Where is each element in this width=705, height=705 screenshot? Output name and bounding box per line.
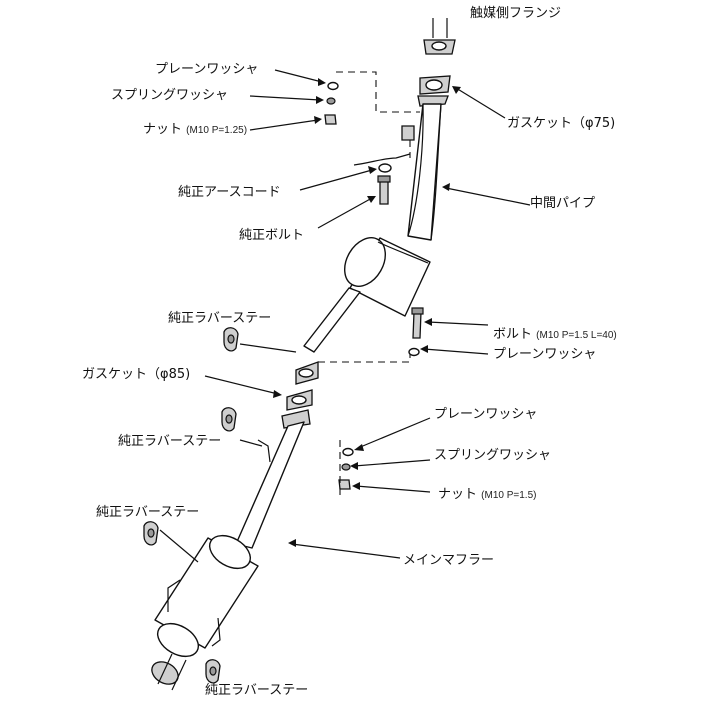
label-earth-cord: 純正アースコード — [178, 185, 281, 200]
rubber-stay-2 — [221, 407, 237, 432]
low-fasteners — [338, 440, 354, 500]
nut-top-text: ナット — [143, 122, 183, 137]
nut-low-spec: (M10 P=1.5) — [481, 490, 537, 501]
rubber-stay-3 — [143, 521, 159, 546]
rubber-stay-4 — [205, 659, 221, 684]
label-rubber-stay-3: 純正ラバーステー — [96, 505, 200, 520]
label-rubber-stay-2: 純正ラバーステー — [118, 434, 222, 449]
label-plain-washer-low: プレーンワッシャ — [434, 407, 538, 422]
top-fasteners — [324, 81, 339, 125]
main-muffler-assembly — [151, 409, 311, 691]
label-spring-washer-low: スプリングワッシャ — [434, 448, 552, 463]
leader-lines — [159, 69, 531, 563]
mid-bolt — [408, 307, 424, 357]
bolt-mid-spec: (M10 P=1.5 L=40) — [536, 330, 617, 341]
label-stock-bolt: 純正ボルト — [239, 228, 305, 243]
stock-bolt — [377, 175, 391, 205]
nut-top-spec: (M10 P=1.25) — [186, 125, 248, 136]
bolt-mid-text: ボルト — [493, 327, 533, 342]
label-main-muffler: メインマフラー — [403, 553, 495, 568]
nut-low-text: ナット — [438, 487, 478, 502]
resonator — [344, 237, 431, 317]
mid-pipe — [295, 287, 361, 385]
rubber-stay-1 — [223, 327, 239, 352]
label-gasket-85: ガスケット（φ85) — [82, 367, 191, 382]
label-catalyst-flange: 触媒側フランジ — [470, 6, 562, 21]
label-gasket-75: ガスケット（φ75) — [507, 116, 616, 131]
label-nut-low: ナット (M10 P=1.5) — [438, 487, 536, 504]
label-nut-top: ナット (M10 P=1.25) — [143, 122, 247, 139]
label-rubber-stay-4: 純正ラバーステー — [205, 683, 309, 698]
catalyst-flange — [423, 18, 456, 55]
gasket-75 — [419, 75, 451, 95]
label-rubber-stay-1: 純正ラバーステー — [168, 311, 272, 326]
label-bolt-mid: ボルト (M10 P=1.5 L=40) — [493, 327, 617, 344]
label-center-pipe: 中間パイプ — [530, 196, 596, 211]
label-plain-washer-top: プレーンワッシャ — [155, 62, 259, 77]
label-plain-washer-mid: プレーンワッシャ — [493, 347, 597, 362]
center-pipe — [401, 95, 449, 241]
earth-cord — [353, 153, 411, 173]
gasket-85 — [286, 389, 313, 411]
label-spring-washer-top: スプリングワッシャ — [111, 88, 229, 103]
